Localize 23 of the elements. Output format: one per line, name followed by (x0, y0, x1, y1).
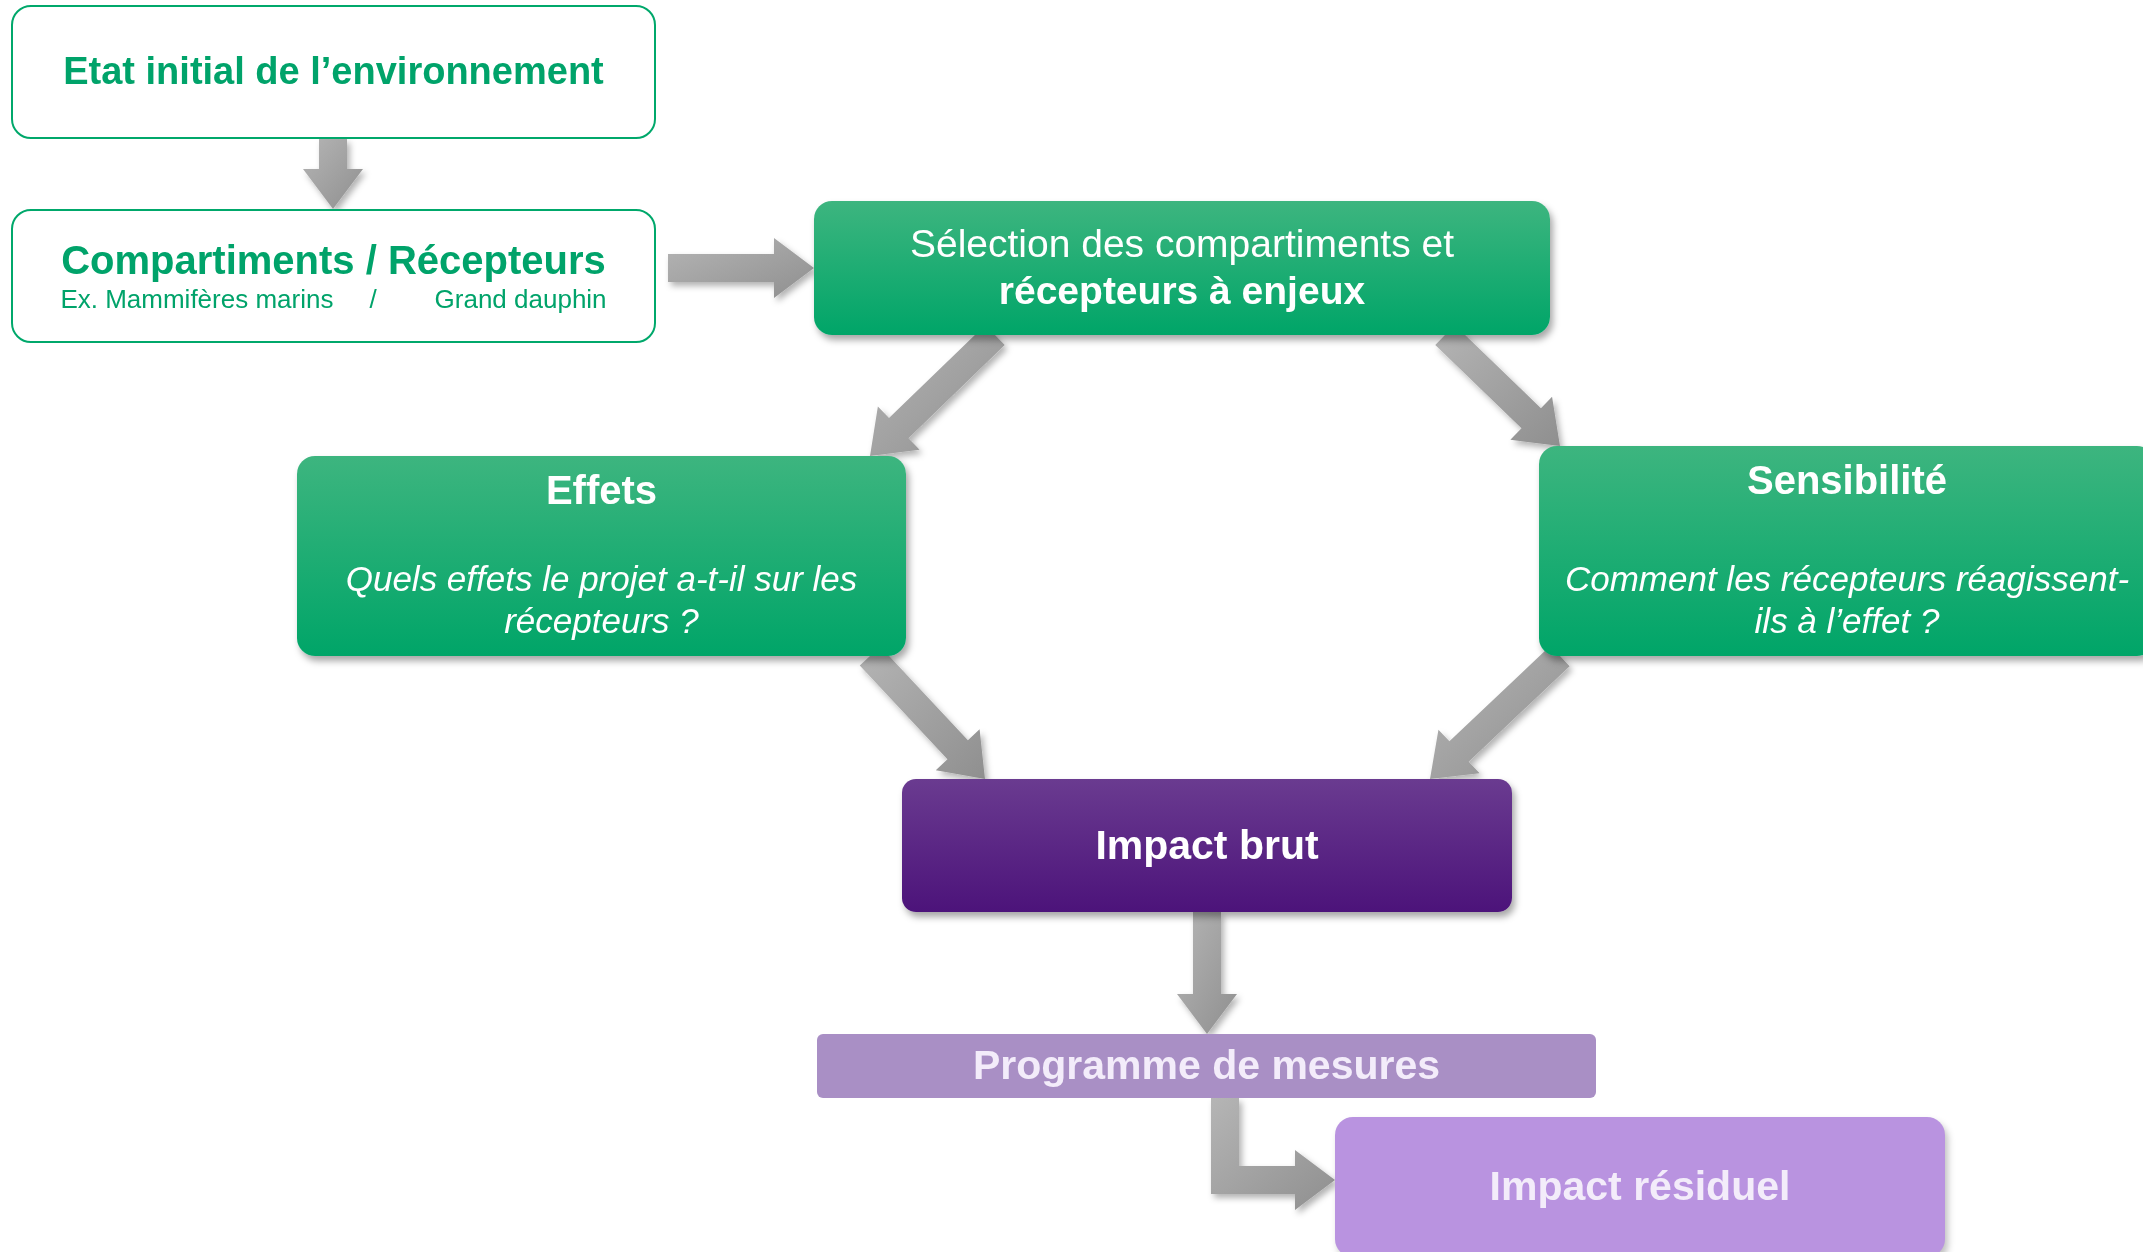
node-title: Impact résiduel (1489, 1162, 1791, 1212)
block-arrow (1177, 912, 1237, 1034)
block-arrow (1211, 1098, 1335, 1210)
outlined-box (11, 5, 656, 139)
result-box (902, 779, 1512, 912)
block-arrow (668, 238, 814, 298)
process-box (1539, 446, 2143, 656)
node-text: Ex. Mammifères marins / Grand dauphin (60, 284, 607, 316)
process-box (297, 456, 906, 656)
node-title: Programme de mesures (972, 1041, 1441, 1091)
node-text: Quels effets le projet a-t-il sur les récepteurs ? (344, 558, 859, 642)
node-title: Sélection des compartiments et récepteurs à enjeux (908, 221, 1456, 314)
node-text: Comment les récepteurs réagissent-ils à l’effet ? (1563, 558, 2131, 642)
node-title: Effets (545, 467, 658, 514)
node-title: Sensibilité (1746, 457, 1948, 504)
measures-bar (817, 1034, 1596, 1098)
outlined-box (11, 209, 656, 343)
process-box (814, 201, 1550, 335)
result-box (1335, 1117, 1945, 1252)
node-title: Etat initial de l’environnement (63, 49, 604, 95)
node-title: Impact brut (1095, 820, 1319, 870)
block-arrow (303, 139, 363, 209)
node-title: Compartiments / Récepteurs (61, 237, 606, 285)
